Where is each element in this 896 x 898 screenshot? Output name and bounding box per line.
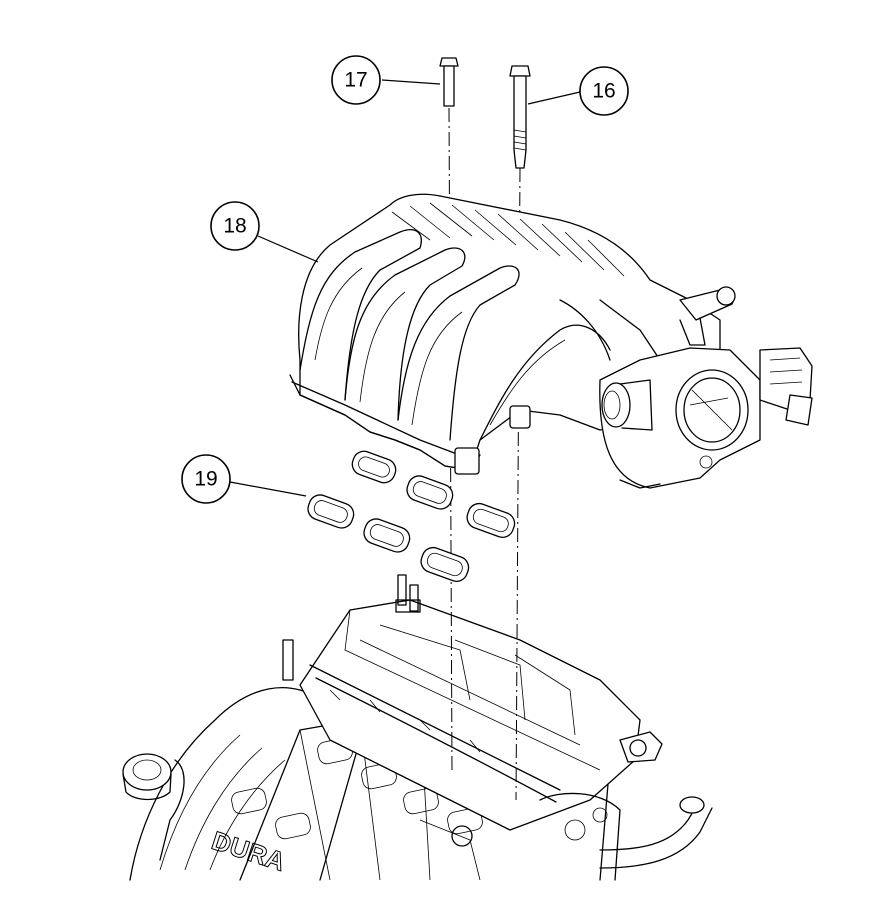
callout-17-label: 17 [344, 69, 367, 92]
callout-19: 19 [181, 454, 307, 504]
callout-17: 17 [331, 55, 441, 105]
engine-assembly: DURA [122, 574, 713, 881]
callout-18: 18 [210, 201, 319, 263]
callout-16: 16 [527, 66, 629, 116]
callout-16-label: 16 [592, 80, 615, 103]
bolt-17 [439, 57, 459, 107]
throttle-body [599, 347, 813, 489]
callout-19-label: 19 [194, 468, 217, 491]
intake-gaskets [307, 450, 516, 582]
callout-18-label: 18 [223, 215, 246, 238]
bolt-16 [509, 65, 531, 169]
